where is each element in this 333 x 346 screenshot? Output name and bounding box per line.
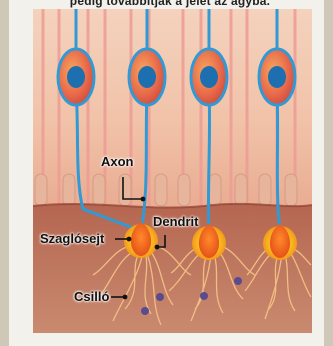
label-csillo: Csilló [74, 290, 109, 304]
label-dendrit: Dendrit [153, 215, 199, 229]
right-border [324, 0, 333, 346]
label-axon: Axon [101, 155, 134, 169]
label-szaglosejt: Szaglósejt [40, 232, 104, 246]
olfactory-epithelium-illustration [33, 9, 312, 333]
left-border [0, 0, 9, 346]
caption-text: pedig továbbítják a jelet az agyba. [20, 0, 320, 8]
